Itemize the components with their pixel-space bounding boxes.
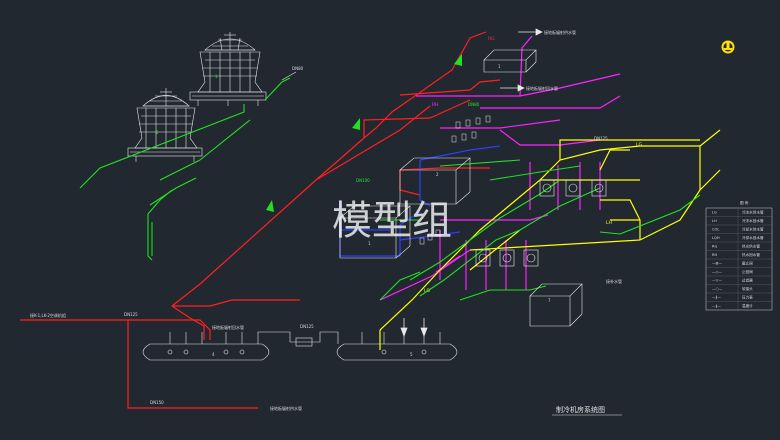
return-water-pipes: [379, 159, 701, 301]
hot-water-supply-pipes: [20, 31, 501, 409]
tower-outlet-note: DN80: [292, 66, 304, 71]
legend-desc: 止回阀: [742, 269, 753, 274]
legend-desc: 热水回水管: [742, 252, 760, 257]
water-tank: [529, 283, 583, 327]
note-softened: 接补水管: [606, 278, 622, 284]
chiller-1-label: 1: [368, 241, 371, 246]
link-size-label: DN125: [300, 324, 314, 329]
cooling-tower-lower: [127, 88, 203, 162]
tag-lg-right: LG: [636, 142, 643, 148]
supply-flow-arrows: [266, 54, 462, 212]
inflow-arrows: [400, 318, 428, 338]
legend-desc: 冷却水回水管: [742, 235, 764, 240]
legend-code: —○—: [712, 287, 723, 291]
legend-code: —∥—: [712, 296, 721, 300]
tank-label: 7: [548, 298, 551, 303]
size-mid: DN100: [356, 178, 370, 183]
north-logo-icon: [721, 40, 735, 54]
legend-heading: 图 例: [740, 200, 749, 205]
legend-desc: 冷冻水回水管: [742, 218, 764, 223]
legend-desc: 温度计: [742, 303, 753, 308]
arrow-top-right-1: [518, 28, 543, 36]
legend-desc: 冷冻水供水管: [742, 210, 764, 215]
legend-code: —▽—: [712, 279, 722, 283]
tag-rg-top: RG: [488, 36, 495, 42]
legend-code: LQH: [712, 236, 720, 240]
size-bottom: DN150: [150, 400, 164, 405]
legend-code: RH: [712, 253, 717, 257]
collector-right: [336, 332, 458, 361]
tower-lower-label: 2: [156, 130, 159, 135]
collector-left-label: 4: [212, 352, 215, 357]
legend-code: —⊠—: [712, 262, 723, 266]
legend-desc: 冷却水供水管: [742, 227, 764, 232]
legend-desc: 软接头: [742, 286, 753, 291]
legend-desc: 热水供水管: [742, 244, 760, 249]
legend-desc: 压力表: [742, 295, 753, 300]
cooling-water-pipes: [79, 77, 291, 261]
pump-group-lower: [475, 249, 539, 267]
size-right: DN125: [594, 136, 608, 141]
cooling-tower-upper: [189, 32, 267, 106]
legend: 图 例 LG 冷冻水供水管 LH 冷冻水回水管 COL 冷却水供水管 LQH 冷却水回水管 RG…: [705, 200, 773, 311]
legend-code: LG: [712, 211, 717, 215]
chiller-2-label: 2: [436, 172, 439, 177]
hx-top: [483, 49, 537, 73]
valve-cluster-top: [419, 115, 491, 245]
hx-top-label: 1: [498, 64, 501, 69]
collector-right-label: 5: [410, 352, 413, 357]
arrow-top-right-2: [500, 84, 525, 92]
pump-group-upper: [539, 179, 607, 197]
chilled-water-pipes: [379, 35, 621, 301]
note-top-right-2: 接地板辐射回水管: [526, 85, 558, 91]
chiller-1: [339, 205, 411, 259]
size-top: DN80: [468, 102, 480, 107]
note-bottom-left: 接地板辐射供水管: [270, 405, 302, 411]
watermark: 模型组: [332, 198, 452, 244]
note-bottom-mid: 接地板辐射回水管: [212, 324, 244, 330]
legend-code: COL: [712, 228, 719, 232]
size-left: DN125: [124, 312, 138, 317]
tag-lh-lower: LH: [606, 220, 612, 226]
note-top-right-1: 接地板辐射供水管: [544, 29, 576, 35]
chiller-2: [399, 157, 471, 205]
legend-code: LH: [712, 219, 717, 223]
collector-link: [257, 331, 339, 347]
tower-drain-arrow: [281, 71, 297, 81]
legend-desc: 截止阀: [742, 261, 753, 266]
note-from-lk: 接K-1,LK-2空调机组: [30, 312, 66, 318]
legend-code: RG: [712, 245, 717, 249]
drawing-title: 制冷机房系统图: [556, 405, 605, 414]
legend-code: —‖—: [712, 304, 721, 308]
legend-code: —◇—: [712, 270, 722, 274]
tag-rh-top: RH: [432, 102, 439, 108]
legend-desc: 过滤器: [742, 278, 753, 283]
tower-upper-label: 1: [215, 74, 218, 79]
collector-left: [142, 332, 270, 361]
